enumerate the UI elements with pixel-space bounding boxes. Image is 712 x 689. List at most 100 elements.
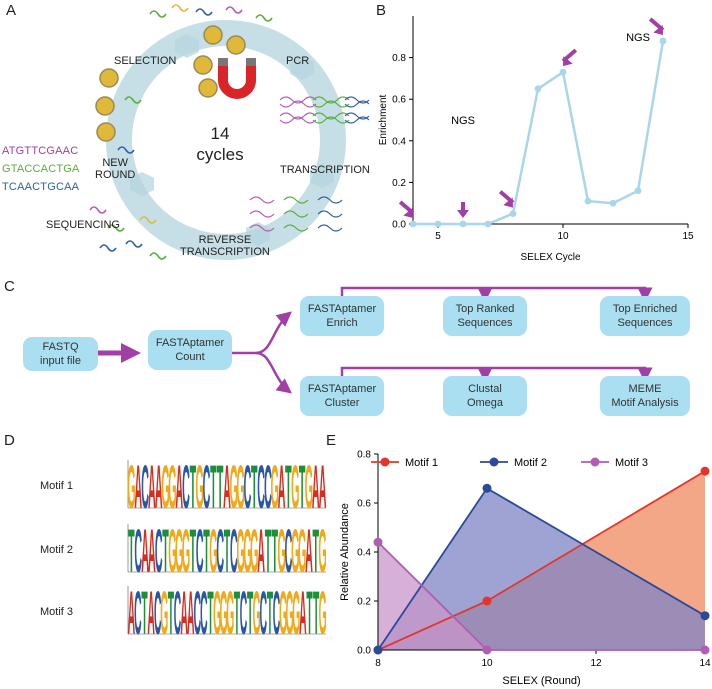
y-tick-label: 0.6 — [392, 95, 406, 106]
logo-letter: A — [128, 580, 135, 648]
motif-label-3: Motif 3 — [40, 606, 74, 618]
logo-letter: T — [141, 580, 147, 648]
logo-letter: G — [292, 580, 300, 648]
x-tick-label: 12 — [590, 658, 602, 669]
motif-label-2: Motif 2 — [40, 544, 74, 556]
data-point — [482, 596, 492, 606]
logo-letter: C — [194, 580, 201, 648]
data-point — [484, 220, 492, 228]
data-point — [373, 537, 383, 547]
data-point — [409, 220, 417, 228]
x-tick-label: 8 — [375, 658, 381, 669]
logo-letter: T — [312, 518, 319, 586]
logo-letter: G — [230, 458, 238, 522]
logo-letter: C — [240, 580, 247, 648]
logo-letter: T — [207, 580, 213, 648]
logo-letter: C — [155, 518, 163, 586]
cycle-text: cycles — [196, 145, 244, 164]
logo-letter: G — [291, 458, 299, 522]
logo-letter: C — [273, 580, 280, 648]
ngs-annotation: NGS — [626, 32, 650, 44]
logo-letter: G — [286, 580, 294, 648]
box-fastq-input: FASTQ input file — [23, 337, 98, 371]
box-top-ranked: Top Ranked Sequences — [443, 296, 527, 336]
logo-letter: T — [190, 518, 197, 586]
logo-letter: T — [285, 458, 292, 522]
logo-letter: A — [319, 458, 327, 522]
x-tick-label: 10 — [481, 658, 493, 669]
data-point — [482, 483, 492, 493]
panel-letter-c: C — [4, 278, 15, 295]
data-point — [700, 645, 710, 655]
logo-letter: G — [291, 518, 299, 586]
logo-letter: G — [237, 458, 245, 522]
label-transcription: TRANSCRIPTION — [280, 164, 370, 176]
logo-letter: A — [299, 580, 306, 648]
logo-letter: G — [226, 580, 234, 648]
data-point — [534, 85, 542, 93]
data-point — [584, 197, 592, 205]
logo-letter: C — [154, 580, 161, 648]
arrow-count-cluster — [255, 351, 292, 394]
logo-letter: A — [155, 458, 163, 522]
panel-letter-e: E — [326, 432, 337, 449]
y-axis-label: Relative Abundance — [339, 503, 351, 601]
legend-marker — [590, 457, 600, 467]
x-axis-label: SELEX Cycle — [520, 252, 580, 263]
y-tick-label: 0.2 — [392, 178, 406, 189]
data-point — [559, 68, 567, 76]
logo-letter: T — [217, 458, 224, 522]
logo-letter: T — [247, 580, 253, 648]
logo-letter: T — [267, 580, 273, 648]
panel-letter-a: A — [6, 2, 17, 19]
logo-letter: A — [141, 518, 149, 586]
legend-label: Motif 3 — [615, 457, 648, 469]
logo-letter: G — [196, 458, 204, 522]
y-tick-label: 0.4 — [392, 136, 406, 147]
logo-letter: T — [168, 580, 174, 648]
logo-letter: T — [190, 458, 197, 522]
logo-letter: C — [230, 518, 238, 586]
label-pcr: PCR — [286, 55, 310, 67]
box-fastaptamer-cluster: FASTAptamer Cluster — [300, 376, 384, 416]
data-point — [700, 611, 710, 621]
panel-letter-b: B — [376, 2, 387, 19]
data-point — [373, 645, 383, 655]
sequence-text: ATGTTCGAAC — [2, 145, 79, 157]
cycle-count: 14 — [210, 124, 230, 143]
logo-letter: G — [271, 458, 279, 522]
x-tick-label: 14 — [699, 658, 711, 669]
motif-label-1: Motif 1 — [40, 480, 74, 492]
logo-letter: C — [257, 458, 265, 522]
label-reverse-transcription: REVERSE TRANSCRIPTION — [180, 234, 270, 258]
data-point — [634, 187, 642, 195]
logo-letter: C — [196, 518, 204, 586]
logo-letter: G — [168, 458, 176, 522]
logo-letter: C — [141, 458, 149, 522]
y-tick-label: 0.0 — [357, 646, 371, 657]
logo-letter: G — [305, 458, 313, 522]
logo-letter: C — [134, 518, 142, 586]
logo-letter: G — [127, 458, 135, 522]
legend-marker — [489, 457, 499, 467]
box-top-enriched: Top Enriched Sequences — [600, 296, 690, 336]
sequence-text: GTACCACTGA — [2, 163, 80, 175]
y-tick-label: 0.8 — [392, 53, 406, 64]
ngs-annotation: NGS — [451, 115, 475, 127]
arrow-cluster-group — [340, 366, 653, 383]
y-tick-label: 0.8 — [357, 450, 371, 461]
arrow-enrich-group — [340, 286, 653, 303]
panel-letter-d: D — [4, 432, 15, 449]
logo-letter: C — [134, 580, 141, 648]
box-fastaptamer-count: FASTAptamer Count — [148, 330, 232, 370]
logo-letter: T — [251, 458, 258, 522]
logo-letter: T — [306, 580, 312, 648]
box-fastaptamer-enrich: FASTAptamer Enrich — [300, 296, 384, 336]
logo-letter: G — [160, 580, 168, 648]
data-point — [482, 645, 492, 655]
logo-letter: A — [257, 518, 265, 586]
selex-ring — [106, 20, 346, 260]
logo-letter: G — [279, 580, 287, 648]
